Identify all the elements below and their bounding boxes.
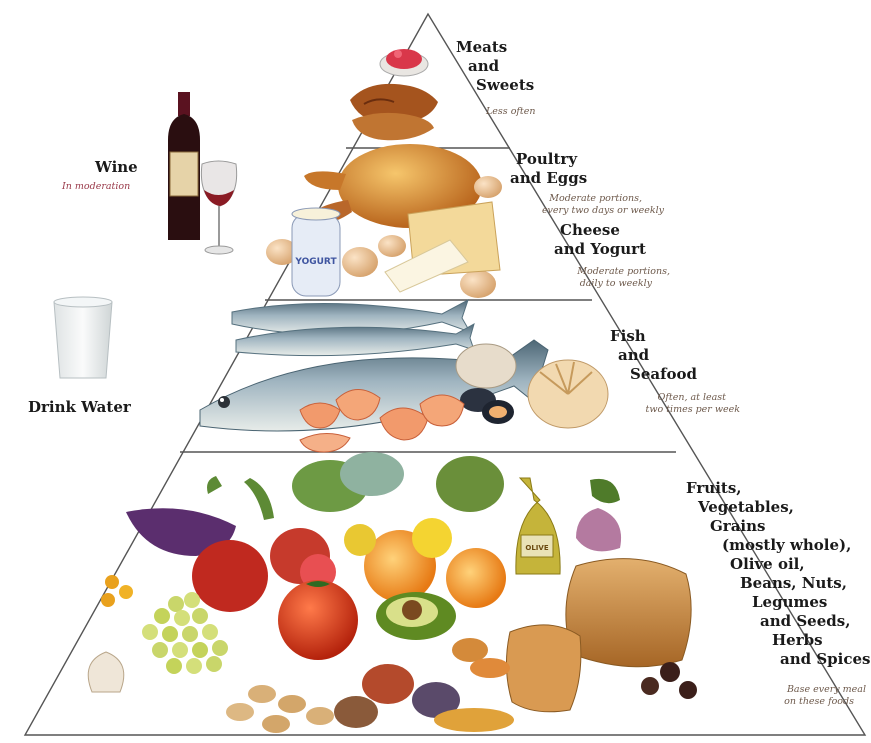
base-foods-label-line: Vegetables, xyxy=(686,498,866,517)
base-foods-label-line: Olive oil, xyxy=(686,555,866,574)
fish-seafood-label-line: and xyxy=(608,346,698,365)
wine-glass-icon xyxy=(201,161,236,254)
wine-note: In moderation xyxy=(62,181,130,193)
cheese-yogurt-note-line: daily to weekly xyxy=(560,278,670,290)
base-foods-label-line: and Spices xyxy=(686,650,866,669)
base-foods-label-line: and Seeds, xyxy=(686,612,866,631)
base-foods-note-line: Base every meal xyxy=(770,684,866,696)
meats-sweets-label-line: Sweets xyxy=(456,76,546,95)
base-foods-label-line: Herbs xyxy=(686,631,866,650)
poultry-eggs-note-line: every two days or weekly xyxy=(530,205,664,217)
cheese-yogurt-label-line: Cheese xyxy=(560,221,680,240)
meats-sweets-illustration xyxy=(350,49,438,140)
cheese-yogurt-note: Moderate portions, daily to weekly xyxy=(560,266,670,290)
drink-water-label: Drink Water xyxy=(28,398,131,417)
fish-seafood-note-line: Often, at least xyxy=(632,392,740,404)
poultry-eggs-label-line: and Eggs xyxy=(510,169,620,188)
base-foods-label-line: Beans, Nuts, xyxy=(686,574,866,593)
poultry-eggs-label: Poultry and Eggs xyxy=(510,150,620,188)
poultry-eggs-note: Moderate portions, every two days or wee… xyxy=(530,193,664,217)
base-foods-illustration: OLIVE xyxy=(88,452,697,733)
fish-seafood-label-line: Fish xyxy=(608,327,698,346)
cheese-yogurt-note-line: Moderate portions, xyxy=(560,266,670,278)
base-foods-label-line: (mostly whole), xyxy=(686,536,866,555)
olive-oil-label: OLIVE xyxy=(525,544,548,552)
cheese-yogurt-label-line: and Yogurt xyxy=(554,240,680,259)
meats-sweets-label-line: Meats xyxy=(456,38,546,57)
wine-bottle-icon xyxy=(168,92,200,240)
base-foods-label-line: Grains xyxy=(686,517,866,536)
poultry-eggs-note-line: Moderate portions, xyxy=(530,193,664,205)
poultry-eggs-label-line: Poultry xyxy=(510,150,620,169)
base-foods-note: Base every meal on these foods xyxy=(770,684,866,708)
poultry-cheese-illustration: YOGURT xyxy=(266,144,502,298)
fish-seafood-label-line: Seafood xyxy=(608,365,698,384)
base-foods-note-line: on these foods xyxy=(770,696,866,708)
cheese-yogurt-label: Cheese and Yogurt xyxy=(560,221,680,259)
water-glass-icon xyxy=(54,297,112,378)
meats-sweets-label: Meats and Sweets xyxy=(456,38,546,95)
base-foods-label-line: Legumes xyxy=(686,593,866,612)
fish-seafood-note-line: two times per week xyxy=(632,404,740,416)
base-foods-label: Fruits, Vegetables, Grains (mostly whole… xyxy=(686,479,866,669)
yogurt-jar-label: YOGURT xyxy=(294,257,337,267)
fish-seafood-note: Often, at least two times per week xyxy=(632,392,740,416)
meats-sweets-note: Less often xyxy=(486,106,536,118)
wine-label: Wine xyxy=(95,158,138,177)
meats-sweets-label-line: and xyxy=(456,57,546,76)
base-foods-label-line: Fruits, xyxy=(686,479,866,498)
fish-seafood-label: Fish and Seafood xyxy=(608,327,698,384)
fish-seafood-illustration xyxy=(200,300,608,452)
